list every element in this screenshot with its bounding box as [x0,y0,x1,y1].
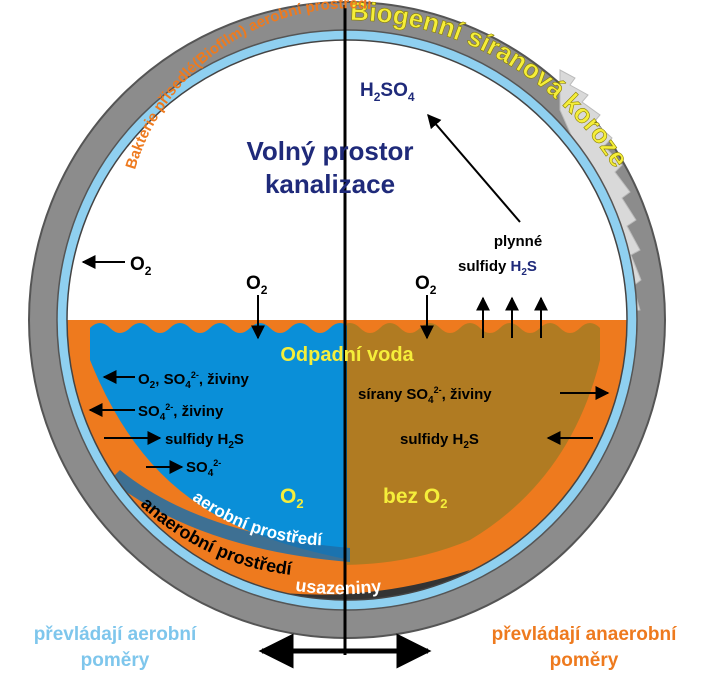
left-row4: SO42- [186,458,221,479]
bottom-right-line2: poměry [550,650,619,671]
right-row2: sulfidy H2S [400,431,479,451]
o2-wall-label: O2 [130,254,152,278]
arrow-to-h2so4 [427,113,521,223]
wastewater-label: Odpadní voda [280,344,414,366]
left-row3: sulfidy H2S [165,431,244,451]
gas-sulfides-line1: plynné [494,233,542,250]
left-row1: O2, SO42-, živiny [138,370,250,391]
o2-water-label: O2 [280,485,304,511]
sewer-space-line1: Volný prostor [246,136,413,166]
h2so4-label: H2SO4 [360,80,415,104]
inner-outline [66,39,628,601]
left-row2: SO42-, živiny [138,402,224,423]
bottom-left-line2: poměry [81,650,150,671]
no-o2-label: bez O2 [383,485,447,511]
bottom-right-line1: převládají anaerobní [492,624,678,645]
gas-sulfides-line2: sulfidy H2S [458,258,537,278]
aerobic-water [90,323,347,560]
o2-right-label: O2 [415,273,437,297]
sewer-space-line2: kanalizace [265,169,395,199]
aerobic-band [110,470,350,562]
anaerobic-water [347,323,600,565]
sediments-label: usazeniny [294,575,382,598]
o2-left-label: O2 [246,273,268,297]
right-row1: sírany SO42-, živiny [358,385,492,406]
bottom-left-line1: převládají aerobní [34,624,197,645]
